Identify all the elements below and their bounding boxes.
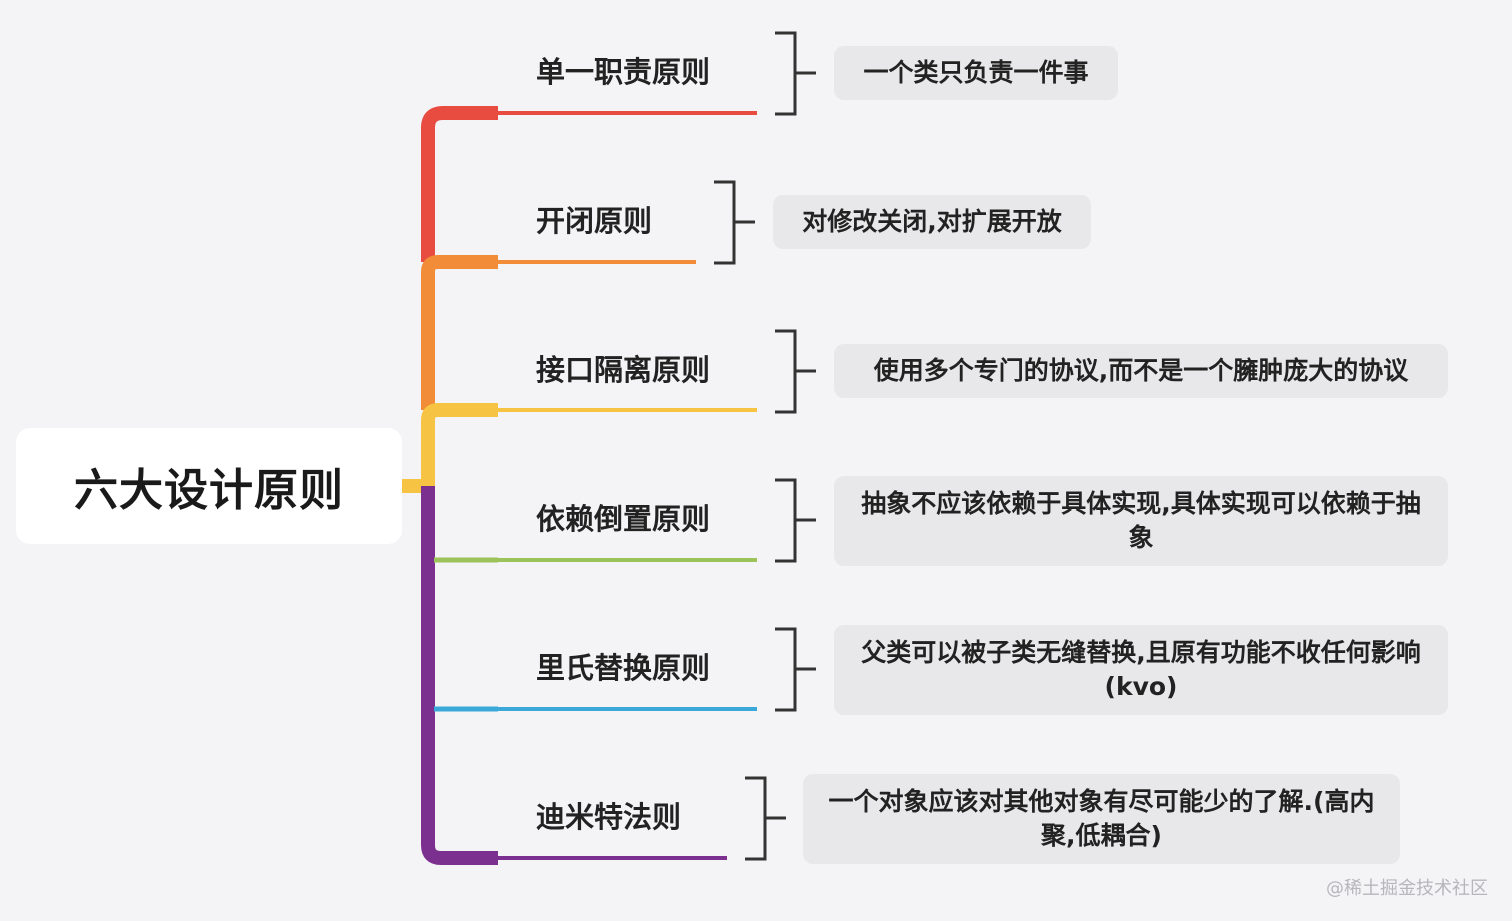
bracket-4 [775, 478, 816, 563]
description-open-closed[interactable]: 对修改关闭,对扩展开放 [773, 195, 1091, 249]
bracket-3 [775, 329, 816, 414]
bracket-5 [775, 627, 816, 712]
topic-open-closed[interactable]: 开闭原则 [536, 204, 653, 238]
topic-law-of-demeter[interactable]: 迪米特法则 [536, 800, 682, 834]
trunk-segment-3 [421, 403, 498, 486]
description-law-of-demeter[interactable]: 一个对象应该对其他对象有尽可能少的了解.(高内聚,低耦合) [803, 774, 1400, 864]
description-liskov-substitution[interactable]: 父类可以被子类无缝替换,且原有功能不收任何影响(kvo) [834, 625, 1448, 715]
topic-interface-segregation[interactable]: 接口隔离原则 [536, 353, 711, 387]
description-interface-segregation[interactable]: 使用多个专门的协议,而不是一个臃肿庞大的协议 [834, 344, 1448, 398]
topic-dependency-inversion[interactable]: 依赖倒置原则 [536, 502, 711, 536]
topic-liskov-substitution[interactable]: 里氏替换原则 [536, 651, 711, 685]
bracket-2 [714, 180, 755, 265]
bracket-6 [745, 776, 786, 861]
trunk-segment-2 [421, 255, 498, 410]
topic-single-responsibility[interactable]: 单一职责原则 [536, 55, 711, 89]
watermark: @稀土掘金技术社区 [1326, 878, 1488, 899]
trunk-segment-1 [421, 106, 498, 262]
bracket-1 [775, 31, 816, 116]
description-single-responsibility[interactable]: 一个类只负责一件事 [834, 46, 1118, 100]
root-topic[interactable]: 六大设计原则 [16, 428, 402, 544]
trunk-segment-6 [421, 486, 498, 865]
description-dependency-inversion[interactable]: 抽象不应该依赖于具体实现,具体实现可以依赖于抽象 [834, 476, 1448, 566]
